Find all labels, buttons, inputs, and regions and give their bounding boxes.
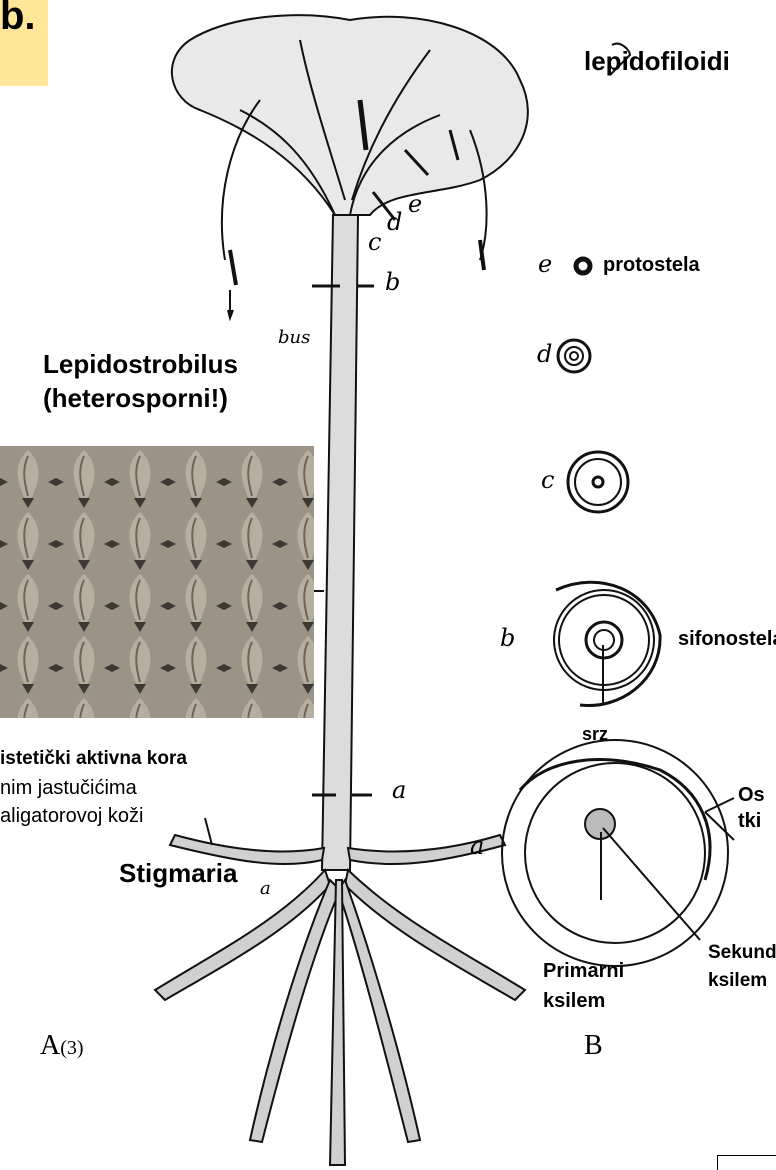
section-b: [554, 582, 660, 705]
section-e: [576, 259, 590, 273]
cross-section-letter-c: c: [541, 466, 554, 494]
corner-box: [717, 1155, 776, 1170]
figure-label-a: A(3): [40, 1030, 84, 1062]
label-lepidofiloidi: lepidofiloidi: [584, 46, 730, 77]
cross-section-letter-a: a: [470, 832, 484, 860]
label-srz: srz: [582, 724, 608, 745]
section-d: [558, 340, 590, 372]
figure-label-b: B: [584, 1030, 603, 1062]
label-primarni: Primarni: [543, 960, 624, 983]
label-stigmaria: Stigmaria: [119, 858, 238, 889]
label-bus: bus: [278, 327, 310, 348]
label-kora-line2: nim jastučićima: [0, 774, 137, 802]
label-sekund: Sekund: [708, 942, 776, 964]
cross-section-letter-e: e: [538, 250, 552, 278]
figure-label-a-letter: A: [40, 1030, 60, 1061]
section-letter-a: a: [392, 776, 406, 804]
label-protostela: protostela: [603, 254, 700, 277]
section-a: [502, 740, 734, 966]
cross-section-letter-d: d: [537, 340, 552, 368]
label-heterosporni: (heterosporni!): [43, 381, 228, 415]
label-kora-line1: istetički aktivna kora: [0, 748, 187, 770]
section-c: [568, 452, 628, 512]
label-kora-line3: aligatorovoj koži: [0, 802, 143, 830]
label-primarni-ksilem: ksilem: [543, 990, 605, 1013]
section-letter-d: d: [387, 208, 402, 236]
figure-label-a-sub: (3): [60, 1037, 83, 1059]
section-letter-c: c: [368, 228, 381, 256]
section-letter-e: e: [408, 190, 422, 218]
label-os: Os: [738, 784, 765, 807]
tree-trunk: [322, 215, 358, 870]
label-lepidostrobilus: Lepidostrobilus: [43, 347, 238, 381]
label-sekund-ksilem: ksilem: [708, 970, 767, 992]
label-tki: tki: [738, 810, 761, 833]
root-section-letter-a: a: [260, 878, 271, 899]
section-letter-b: b: [385, 268, 400, 296]
label-sifonostela: sifonostela: [678, 628, 776, 651]
cross-section-letter-b: b: [500, 624, 515, 652]
